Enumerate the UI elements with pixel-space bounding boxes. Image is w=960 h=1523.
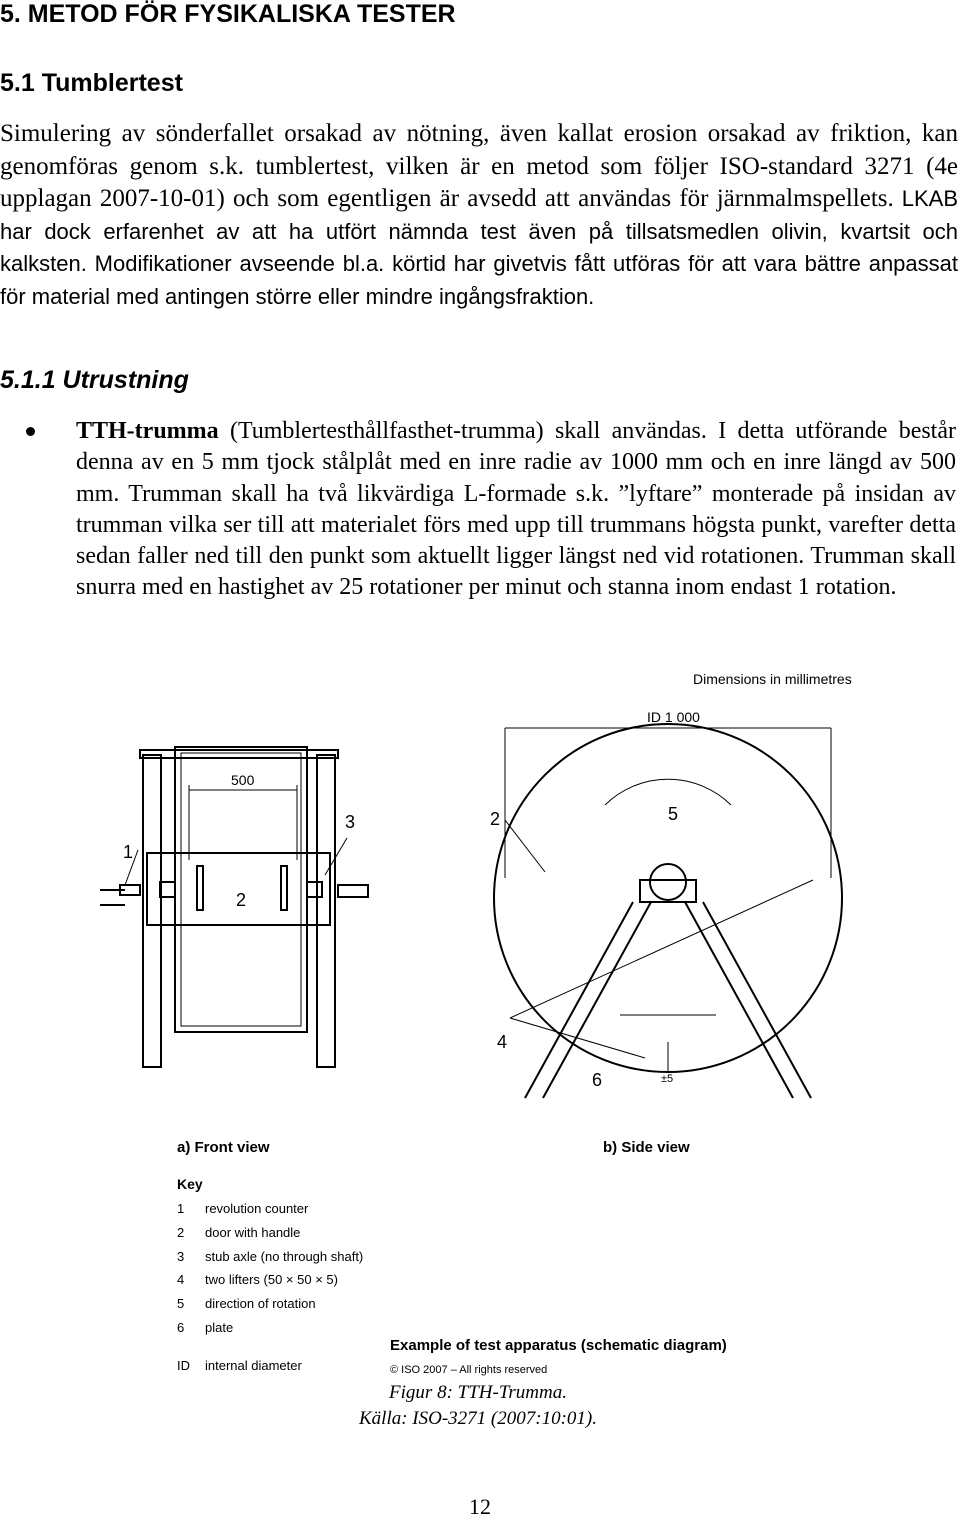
page-number: 12: [469, 1494, 491, 1519]
intro-text-part2: LKAB har dock erfarenhet av att ha utför…: [0, 186, 958, 309]
callout-5: 5: [668, 804, 678, 824]
subsection-heading: 5.1 Tumblertest: [0, 69, 183, 97]
id-dimension-label: ID 1 000: [647, 709, 700, 725]
bullet-body: (Tumblertesthållfasthet-trumma) skall an…: [76, 418, 956, 601]
key-text: stub axle (no through shaft): [205, 1249, 363, 1264]
key-text: direction of rotation: [205, 1296, 316, 1311]
front-view-drawing: [100, 746, 369, 1068]
callout-3: 3: [345, 812, 355, 832]
key-num: 3: [177, 1249, 184, 1264]
copyright-note: © ISO 2007 – All rights reserved: [390, 1364, 547, 1376]
front-view-label: a) Front view: [177, 1139, 270, 1156]
key-num: 6: [177, 1320, 184, 1335]
side-view-drawing: [493, 723, 843, 1099]
figure-source: Källa: ISO-3271 (2007:10:01).: [359, 1408, 597, 1429]
figure-caption: Figur 8: TTH-Trumma.: [389, 1382, 567, 1403]
width-dimension-label: 500: [231, 772, 255, 788]
bullet-term: TTH-trumma: [76, 418, 219, 444]
section-heading: 5. METOD FÖR FYSIKALISKA TESTER: [0, 0, 456, 28]
side-view-label: b) Side view: [603, 1139, 690, 1156]
equipment-bullet: TTH-trumma (Tumblertesthållfasthet-trumm…: [76, 416, 956, 604]
key-text: internal diameter: [205, 1358, 302, 1373]
intro-paragraph: Simulering av sönderfallet orsakad av nö…: [0, 118, 958, 313]
dimensions-note: Dimensions in millimetres: [693, 671, 852, 687]
key-text: plate: [205, 1320, 233, 1335]
callout-4: 4: [497, 1032, 507, 1052]
intro-text-part1: Simulering av sönderfallet orsakad av nö…: [0, 120, 958, 212]
callout-1: 1: [123, 842, 133, 862]
key-text: door with handle: [205, 1225, 300, 1240]
equipment-heading: 5.1.1 Utrustning: [0, 366, 189, 394]
callout-2-side: 2: [490, 809, 500, 829]
key-num: 5: [177, 1296, 184, 1311]
example-title: Example of test apparatus (schematic dia…: [390, 1337, 727, 1354]
callout-6: 6: [592, 1070, 602, 1090]
tth-drum-diagram: Dimensions in millimetres ID 1 000 500 1…: [100, 671, 852, 1376]
key-list: 1 revolution counter 2 door with handle …: [177, 1201, 363, 1373]
bullet-point-icon: [26, 427, 35, 436]
tolerance-label: ±5: [661, 1073, 673, 1085]
key-num: 4: [177, 1272, 184, 1287]
key-num: ID: [177, 1358, 190, 1373]
callout-2-front: 2: [236, 890, 246, 910]
key-num: 1: [177, 1201, 184, 1216]
key-text: two lifters (50 × 50 × 5): [205, 1272, 338, 1287]
key-text: revolution counter: [205, 1201, 309, 1216]
key-num: 2: [177, 1225, 184, 1240]
key-title: Key: [177, 1176, 203, 1192]
